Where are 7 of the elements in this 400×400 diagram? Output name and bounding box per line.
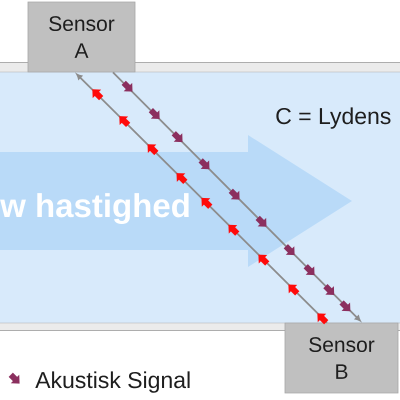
arrow: [76, 74, 328, 324]
annotation: C = Lydens: [276, 107, 390, 129]
sensor-box: Sensor A: [28, 2, 136, 72]
legend-text: Akustisk Signal: [35, 371, 190, 393]
sensor-box: Sensor B: [284, 322, 398, 394]
arrow: [112, 72, 361, 322]
arrow-label: w hastighed: [0, 193, 189, 224]
